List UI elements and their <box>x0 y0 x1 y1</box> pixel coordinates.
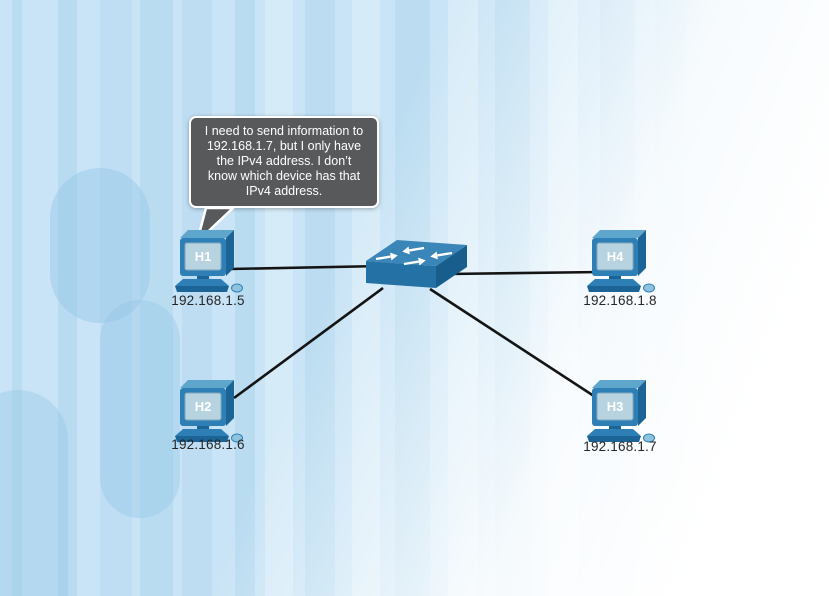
pc-icon: H2 <box>175 380 243 443</box>
speech-bubble-line: IPv4 address. <box>245 183 323 198</box>
host-label: H3 <box>607 399 624 414</box>
host-label: H1 <box>195 249 212 264</box>
link-switch-h3 <box>429 287 601 402</box>
pc-icon: H1 <box>175 230 243 293</box>
host-ip-label: 192.168.1.5 <box>171 293 245 308</box>
link-h1-switch <box>229 264 383 271</box>
speech-bubble: I need to send information to 192.168.1.… <box>189 116 379 208</box>
host-ip-label: 192.168.1.6 <box>171 437 245 452</box>
speech-bubble-line: I need to send information to <box>204 124 364 138</box>
speech-bubble-line: 192.168.1.7, but I only have <box>206 138 362 153</box>
host-h4: H4 <box>575 226 665 300</box>
switch <box>358 236 473 299</box>
link-switch-h4 <box>447 270 603 276</box>
host-label: H4 <box>607 249 624 264</box>
host-label: H2 <box>195 399 212 414</box>
pc-icon: H4 <box>587 230 655 293</box>
speech-bubble-line: know which device has that <box>207 168 361 183</box>
host-h1: H1 <box>163 226 253 300</box>
link-switch-h2 <box>233 286 384 400</box>
host-h2: H2 <box>163 376 253 450</box>
switch-arrows-icon <box>375 246 453 266</box>
host-h3: H3 <box>575 376 665 450</box>
workgroup-switch-icon <box>366 240 467 288</box>
host-ip-label: 192.168.1.8 <box>583 293 657 308</box>
host-ip-label: 192.168.1.7 <box>583 439 657 454</box>
pc-icon: H3 <box>587 380 655 443</box>
speech-bubble-line: the IPv4 address. I don’t <box>216 153 352 168</box>
